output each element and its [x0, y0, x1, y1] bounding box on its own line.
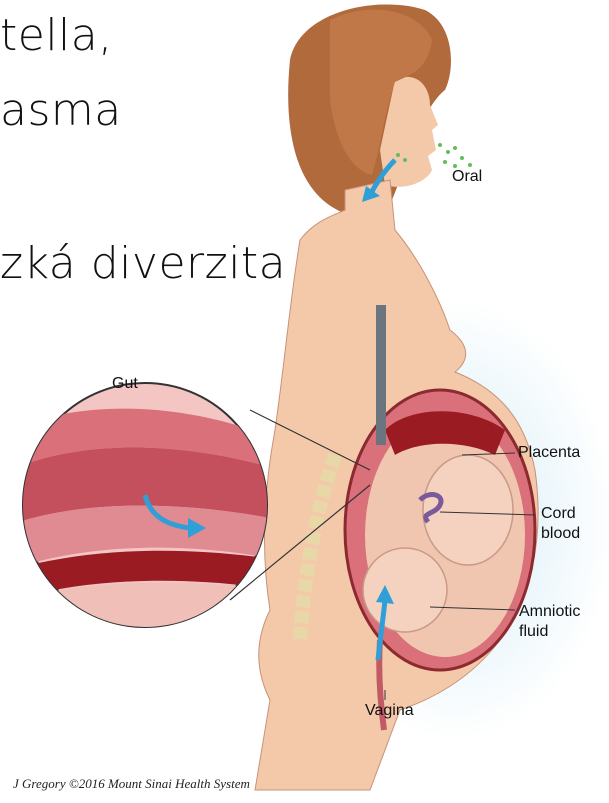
gut-interior	[10, 409, 280, 640]
label-blood: blood	[541, 525, 580, 543]
label-gut: Gut	[112, 375, 138, 393]
slide-text-line-2: asma	[0, 85, 122, 136]
label-amniotic: Amniotic	[519, 603, 580, 621]
slide-text-line-3: zká diverzita	[0, 238, 286, 289]
label-cord: Cord	[541, 505, 576, 523]
label-fluid: fluid	[519, 623, 548, 641]
label-oral: Oral	[452, 168, 482, 186]
fetus-head	[363, 548, 447, 632]
label-placenta: Placenta	[518, 444, 580, 462]
pointer-bar	[376, 305, 386, 445]
label-vagina: Vagina	[365, 702, 414, 720]
slide-text-line-1: tella,	[0, 10, 113, 61]
image-credit: J Gregory ©2016 Mount Sinai Health Syste…	[13, 776, 250, 792]
